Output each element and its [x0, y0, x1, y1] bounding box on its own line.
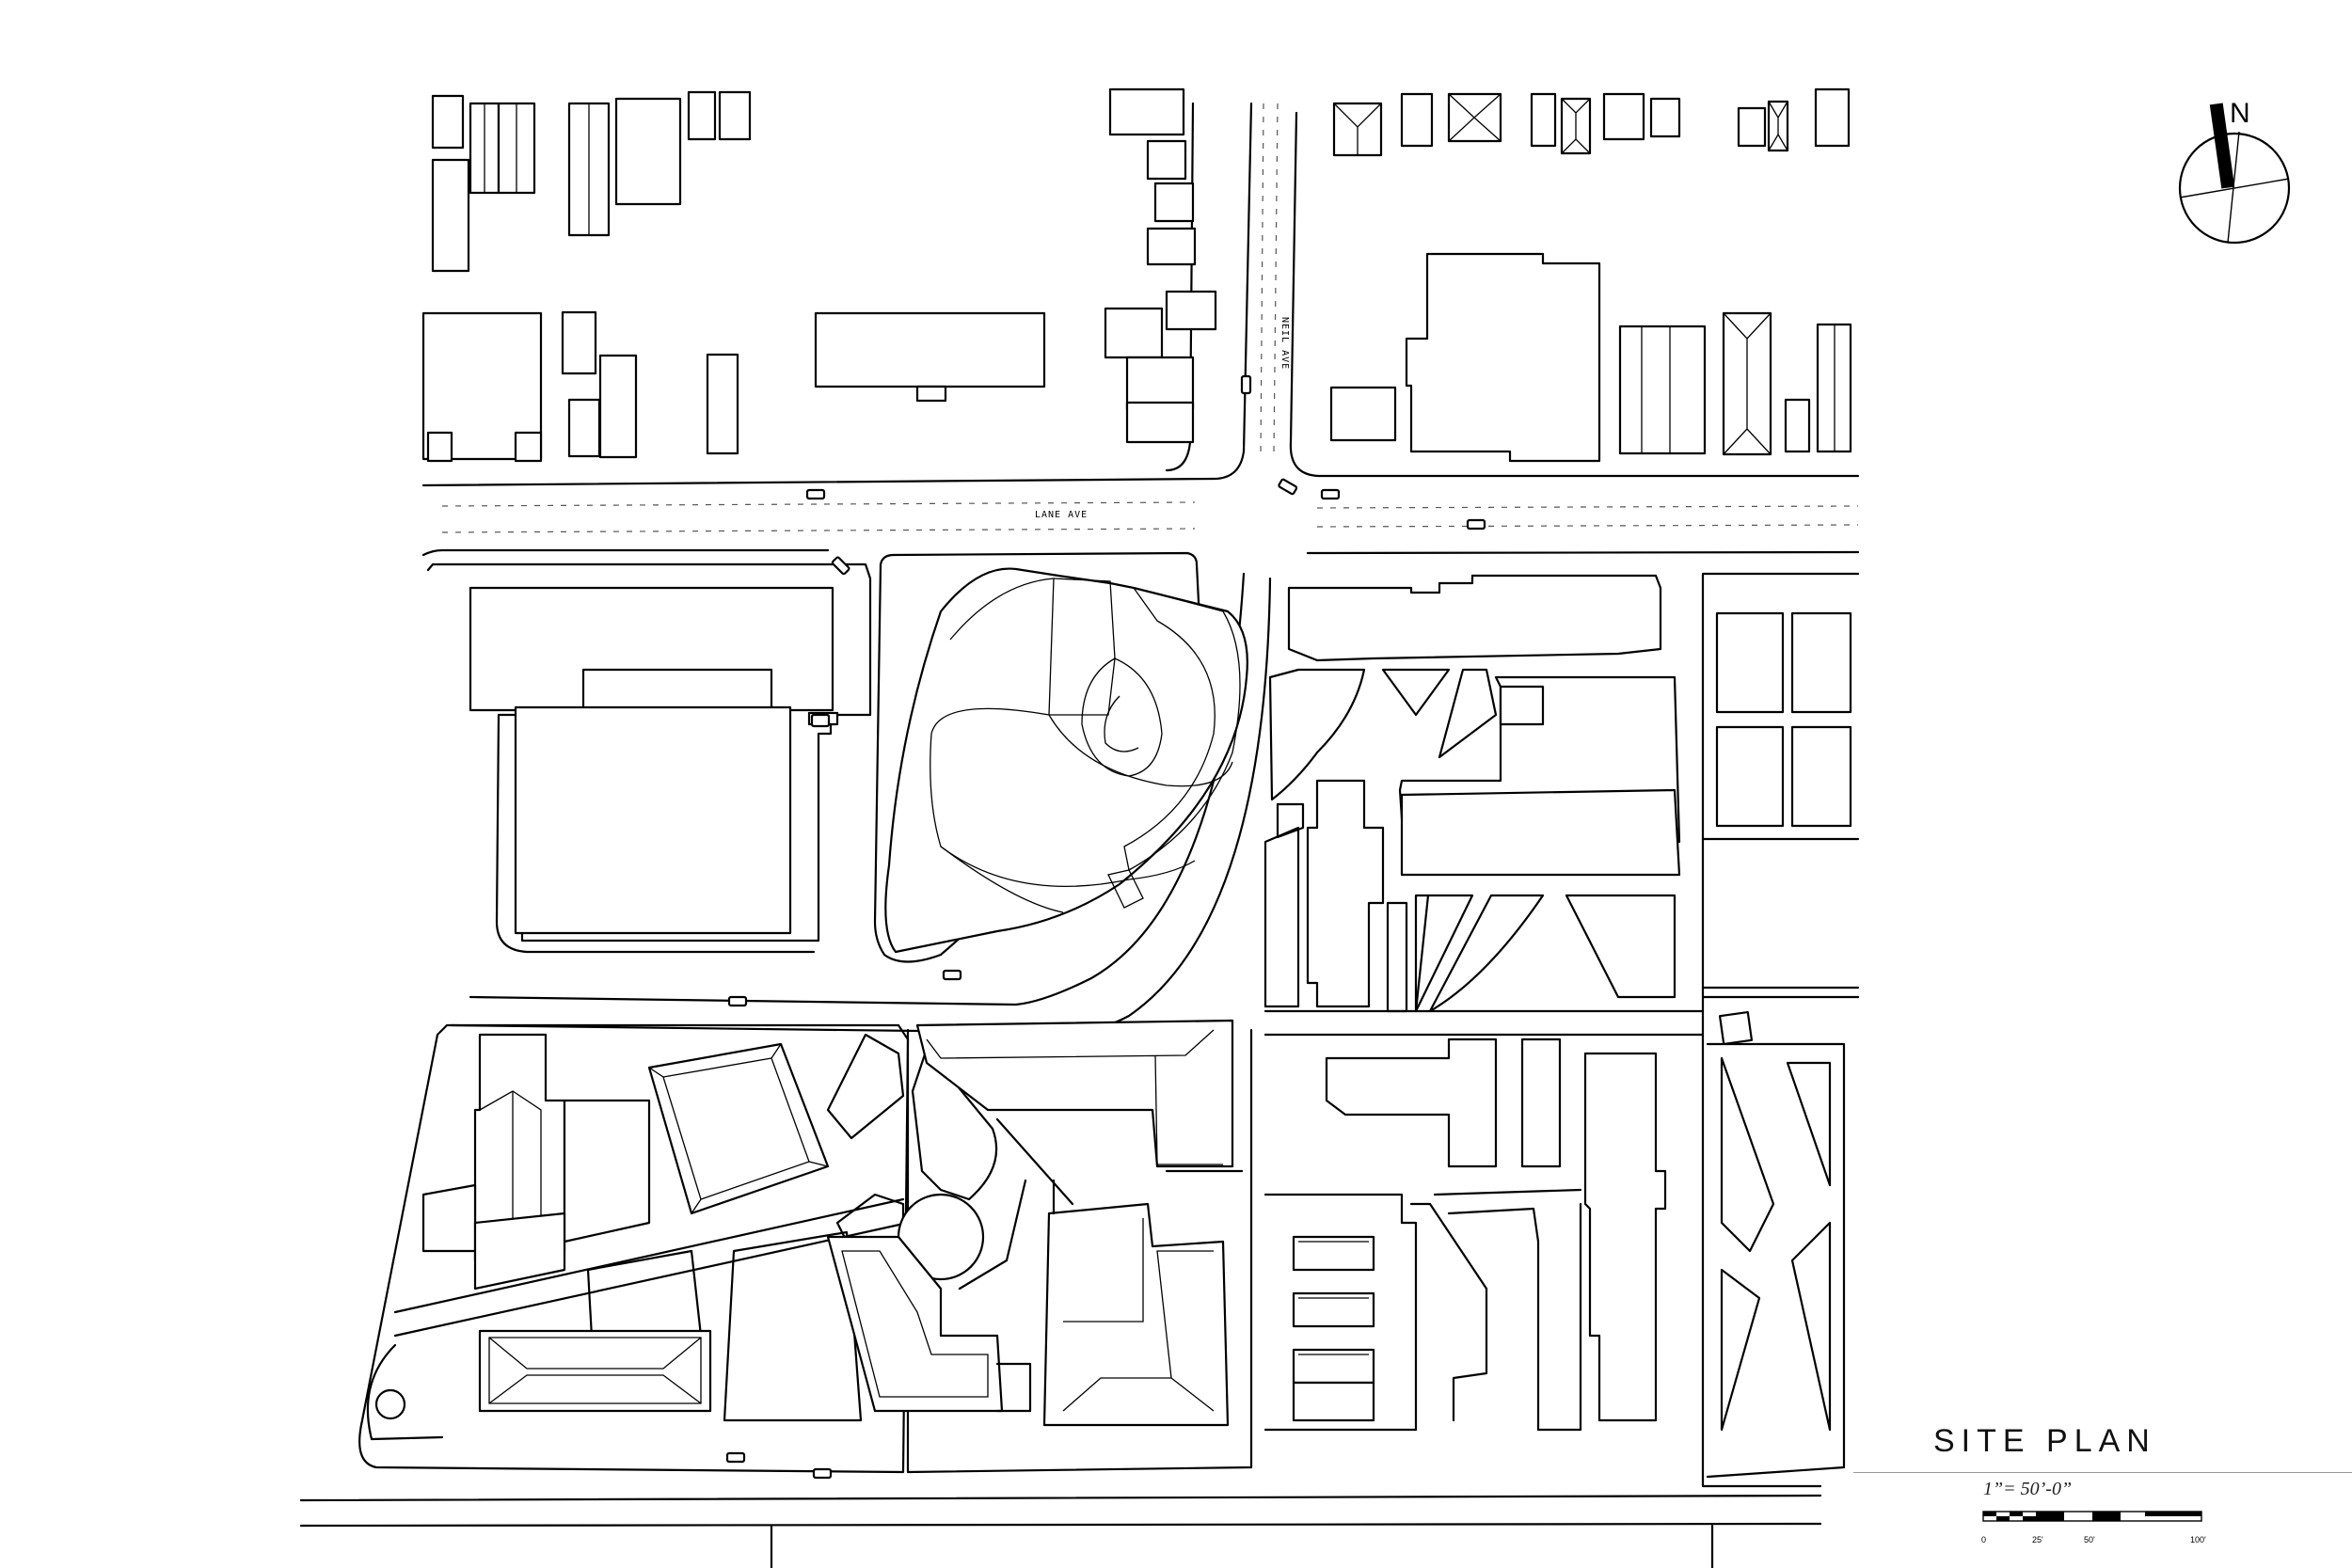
east-blocks	[1263, 572, 1860, 1488]
road-network	[299, 102, 1860, 1568]
north-arrow: N	[2178, 98, 2291, 245]
scale-bar	[1982, 1511, 2202, 1522]
scale-label: 1”= 50’-0”	[1983, 1479, 2073, 1499]
stadium	[873, 551, 1248, 963]
north-label: N	[2230, 98, 2250, 129]
vehicles	[725, 374, 1486, 1480]
neil-ave-label: NEIL AVE	[1279, 317, 1290, 370]
scale-tick-0: 0	[1981, 1535, 1987, 1544]
title-rule	[1853, 1472, 2352, 1473]
north-arrow-bar	[2209, 103, 2235, 189]
scale-tick-50: 50'	[2084, 1535, 2095, 1544]
scale-tick-100: 100'	[2190, 1535, 2206, 1544]
south-campus	[358, 1019, 1846, 1479]
north-buildings	[421, 87, 1852, 463]
lane-ave-label: LANE AVE	[1035, 510, 1088, 520]
scale-tick-25: 25'	[2032, 1535, 2043, 1544]
west-block	[426, 562, 872, 954]
page-title: SITE PLAN	[1933, 1423, 2156, 1459]
